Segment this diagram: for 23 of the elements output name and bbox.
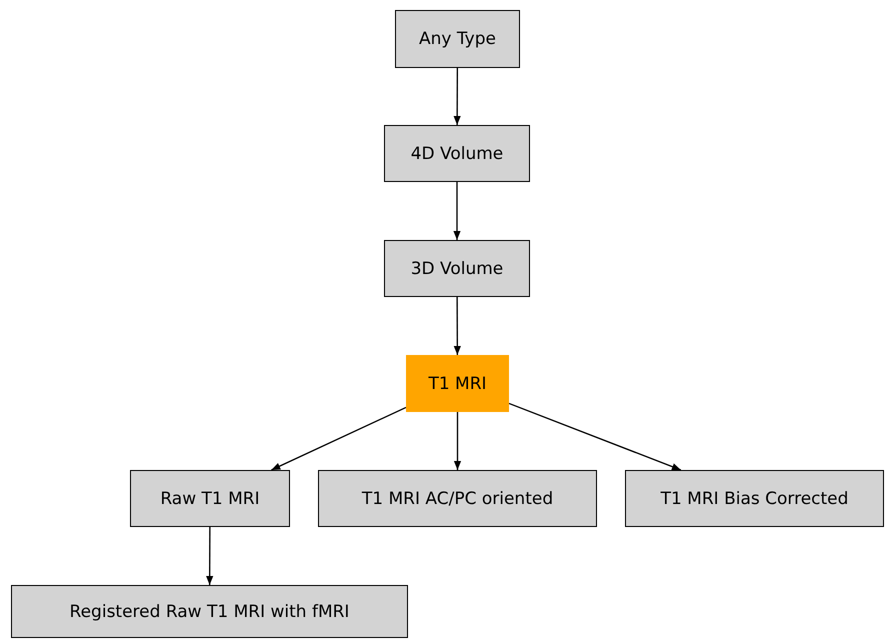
process-box (384, 240, 530, 297)
box-label: 3D Volume (410, 258, 504, 278)
arrow (454, 297, 461, 355)
arrow (453, 182, 461, 240)
process-box (318, 470, 597, 527)
box-label: T1 MRI (428, 374, 487, 394)
process-box (384, 125, 530, 182)
arrow (454, 68, 461, 125)
process-box (395, 10, 520, 68)
process-box (130, 470, 290, 527)
box-label: T1 MRI Bias Corrected (660, 488, 848, 508)
box-label: Any Type (419, 29, 496, 49)
arrow (454, 412, 462, 470)
highlighted-box (406, 355, 509, 412)
box-label: T1 MRI AC/PC oriented (362, 488, 554, 508)
box-label: Registered Raw T1 MRI with fMRI (70, 602, 350, 622)
arrow (206, 527, 214, 585)
box-label: Raw T1 MRI (160, 488, 260, 508)
arrow (508, 402, 682, 471)
process-box (625, 470, 884, 527)
process-box (11, 585, 408, 638)
box-label: 4D Volume (410, 144, 504, 164)
arrow (271, 406, 406, 471)
